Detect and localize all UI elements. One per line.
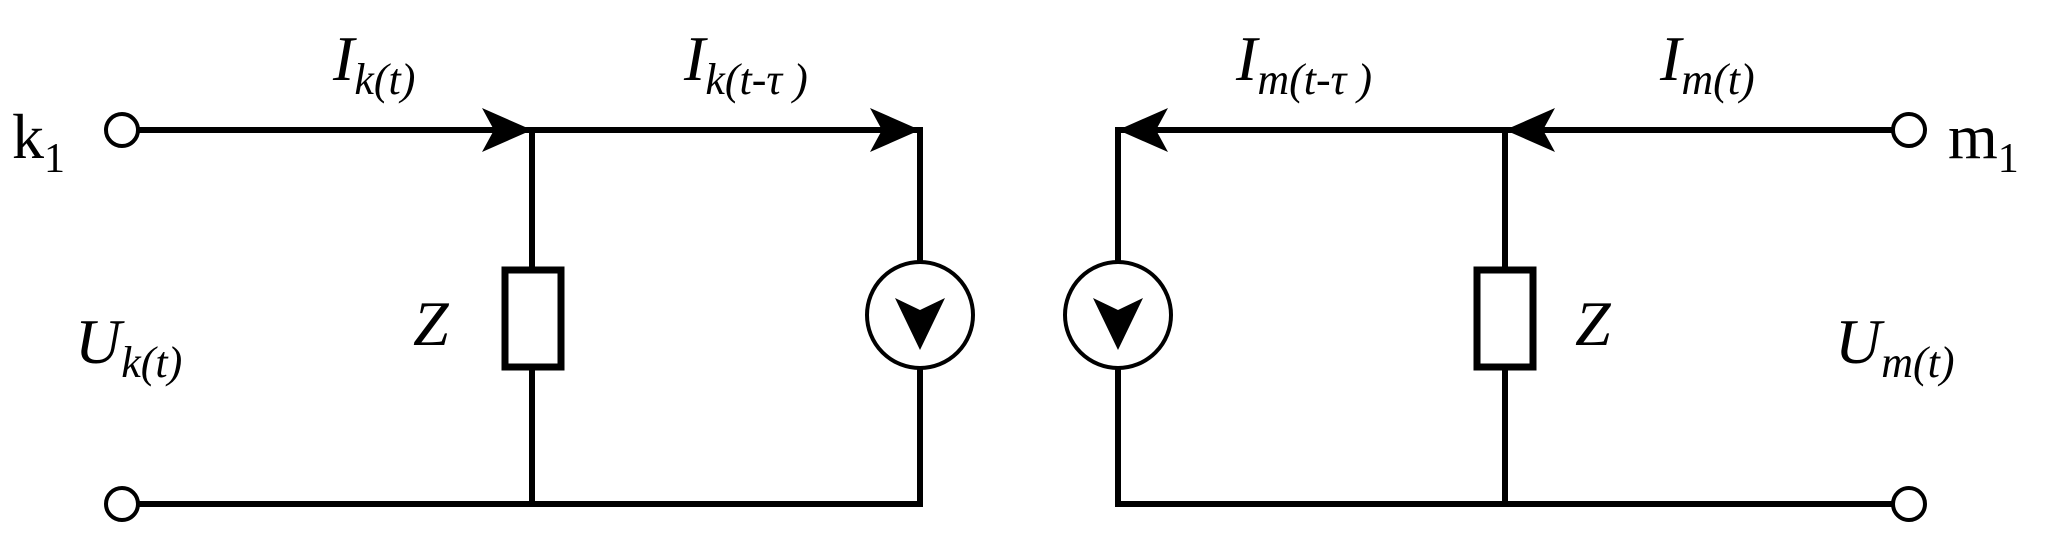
left-source-arrow-icon — [895, 298, 945, 350]
left-current-in-arrow-icon — [482, 108, 532, 152]
left-voltage-label: Uk(t) — [75, 306, 182, 387]
right-voltage-label: Um(t) — [1835, 306, 1955, 387]
right-bottom-terminal — [1891, 486, 1927, 522]
left-top-terminal — [104, 112, 140, 148]
right-impedance-resistor — [1473, 266, 1537, 371]
left-current-delayed-label: Ik(t-τ ) — [683, 23, 808, 104]
left-current-delayed-arrow-icon — [870, 108, 920, 152]
left-impedance-label: Z — [413, 288, 450, 359]
left-impedance-resistor — [501, 266, 565, 371]
right-current-in-label: Im(t) — [1659, 23, 1755, 104]
left-terminal-label: k1 — [12, 101, 65, 182]
right-top-terminal — [1891, 112, 1927, 148]
right-circuit: m1 Im(t) Im(t-τ ) Z Um(t) — [1063, 23, 2019, 522]
left-circuit: k1 Ik(t) Ik(t-τ ) Z Uk(t) — [12, 23, 975, 522]
right-current-in-arrow-icon — [1505, 108, 1555, 152]
right-impedance-label: Z — [1575, 288, 1612, 359]
left-bottom-terminal — [104, 486, 140, 522]
right-terminal-label: m1 — [1948, 101, 2019, 182]
right-source-arrow-icon — [1093, 298, 1143, 350]
right-current-delayed-arrow-icon — [1118, 108, 1168, 152]
right-current-delayed-label: Im(t-τ ) — [1235, 23, 1372, 104]
left-current-in-label: Ik(t) — [332, 23, 415, 104]
